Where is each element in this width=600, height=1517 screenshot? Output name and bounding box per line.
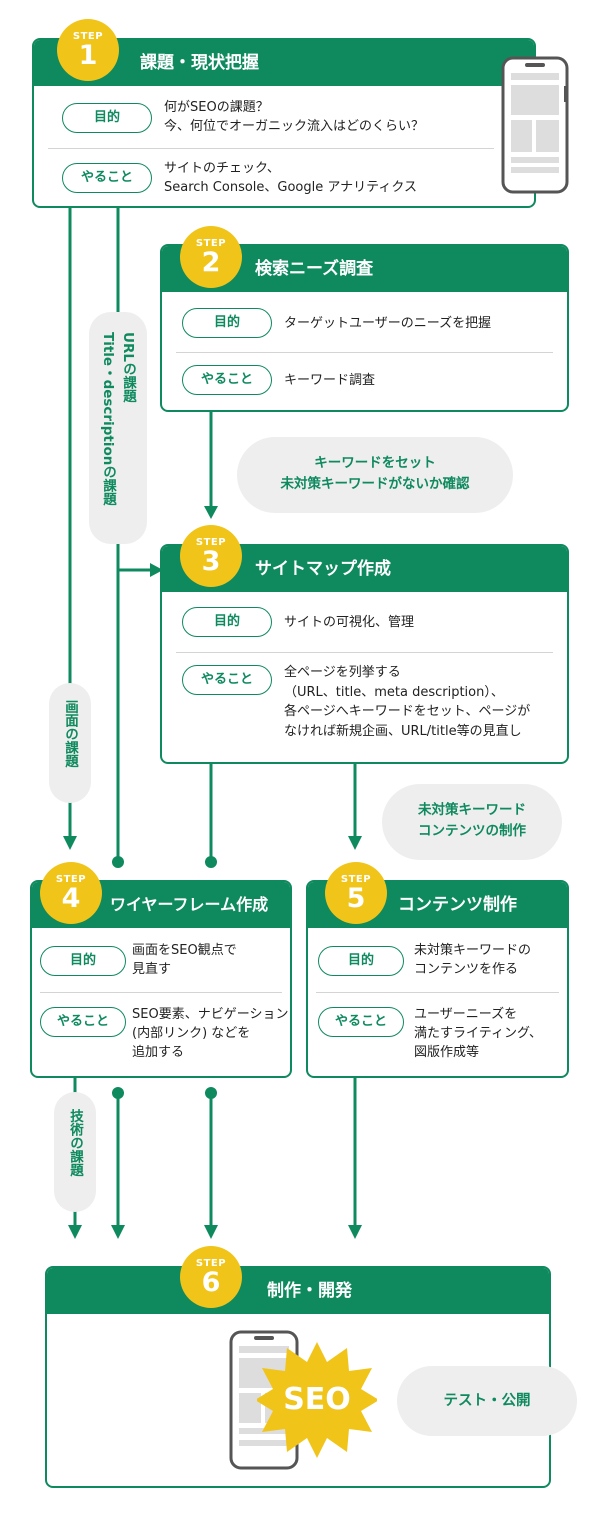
step-1-todo-text: サイトのチェック、 Search Console、Google アナリティクス [164,161,417,195]
row-divider [176,652,553,653]
step-1-purpose-text: 何がSEOの課題？ 今、何位でオーガニック流入はどのくらい？ [164,100,425,134]
step-3-purpose-row: 目的 サイトの可視化、管理 [162,592,567,652]
tech-issue-label: 技術の課題 [67,1109,83,1177]
step-4-todo-row: やること SEO要素、ナビゲーション (内部リンク) などを 追加する [32,992,290,1078]
screen-issue-bubble: 画面の課題 [49,683,91,803]
screen-issue-label: 画面の課題 [62,700,78,768]
todo-pill: やること [182,365,272,395]
tech-issue-bubble: 技術の課題 [54,1092,96,1212]
todo-pill: やること [182,665,272,695]
step-4-card: ワイヤーフレーム作成 目的 画面をSEO観点で 見直す やること SEO要素、ナ… [30,880,292,1078]
step-5-todo-text: ユーザーニーズを 満たすライティング、 図版作成等 [414,1007,543,1060]
step-1-purpose-row: 目的 何がSEOの課題？ 今、何位でオーガニック流入はどのくらい？ [34,86,534,148]
step-2-todo-row: やること キーワード調査 [162,352,567,412]
step-5-purpose-row: 目的 未対策キーワードの コンテンツを作る [308,928,567,992]
title-description-issue-label: Title・descriptionの課題 [100,332,116,506]
todo-pill: やること [62,163,152,193]
starburst-icon [257,1342,377,1458]
step-3-badge: STEP 3 [180,525,242,587]
step-3-title: サイトマップ作成 [255,559,391,579]
smartphone-icon [501,56,569,194]
purpose-pill: 目的 [318,946,404,976]
purpose-pill: 目的 [182,308,272,338]
step-number: 3 [201,546,221,577]
step-3-purpose-text: サイトの可視化、管理 [284,615,415,630]
step-6-header [47,1268,549,1314]
test-publish-bubble: テスト・公開 [397,1366,577,1436]
step-2-title: 検索ニーズ調査 [255,259,374,279]
step-label: STEP [340,874,372,885]
seo-label: SEO [283,1382,351,1417]
step-1-badge: STEP 1 [57,19,119,81]
step-number: 5 [346,883,366,914]
purpose-pill: 目的 [62,103,152,133]
untargeted-content-bubble: 未対策キーワード コンテンツの制作 [382,784,562,860]
step-2-todo-text: キーワード調査 [284,373,376,388]
step-5-badge: STEP 5 [325,862,387,924]
step-3-todo-text: 全ページを列挙する （URL、title、meta description）、 … [284,665,531,739]
step-3-todo-row: やること 全ページを列挙する （URL、title、meta descripti… [162,652,567,764]
step-1-title: 課題・現状把握 [140,53,259,73]
step-2-badge: STEP 2 [180,226,242,288]
step-label: STEP [195,1258,227,1269]
step-1-todo-row: やること サイトのチェック、 Search Console、Google アナリ… [34,148,534,208]
keyword-set-bubble: キーワードをセット 未対策キーワードがないか確認 [237,437,513,513]
step-number: 2 [201,247,221,278]
step-6-badge: STEP 6 [180,1246,242,1308]
todo-pill: やること [40,1007,126,1037]
step-4-todo-text: SEO要素、ナビゲーション (内部リンク) などを 追加する [132,1007,289,1060]
step-label: STEP [195,238,227,249]
todo-pill: やること [318,1007,404,1037]
step-2-purpose-text: ターゲットユーザーのニーズを把握 [284,316,492,331]
step-2-purpose-row: 目的 ターゲットユーザーのニーズを把握 [162,292,567,352]
step-number: 1 [78,40,98,71]
step-5-todo-row: やること ユーザーニーズを 満たすライティング、 図版作成等 [308,992,567,1078]
step-5-purpose-text: 未対策キーワードの コンテンツを作る [414,943,532,977]
url-title-issue-bubble: URLの課題 Title・descriptionの課題 [89,312,147,544]
step-label: STEP [195,537,227,548]
purpose-pill: 目的 [182,607,272,637]
step-4-purpose-text: 画面をSEO観点で 見直す [132,943,237,977]
step-4-badge: STEP 4 [40,862,102,924]
row-divider [176,352,553,353]
step-label: STEP [55,874,87,885]
step-4-purpose-row: 目的 画面をSEO観点で 見直す [32,928,290,992]
step-5-title: コンテンツ制作 [398,895,517,915]
step-label: STEP [72,31,104,42]
url-issue-label: URLの課題 [120,332,136,403]
step-6-title: 制作・開発 [267,1281,352,1301]
step-number: 4 [61,883,81,914]
row-divider [40,992,282,993]
row-divider [316,992,559,993]
purpose-pill: 目的 [40,946,126,976]
step-4-title: ワイヤーフレーム作成 [110,895,269,914]
step-number: 6 [201,1267,221,1298]
step-1-card: 課題・現状把握 目的 何がSEOの課題？ 今、何位でオーガニック流入はどのくらい… [32,38,536,208]
row-divider [48,148,494,149]
